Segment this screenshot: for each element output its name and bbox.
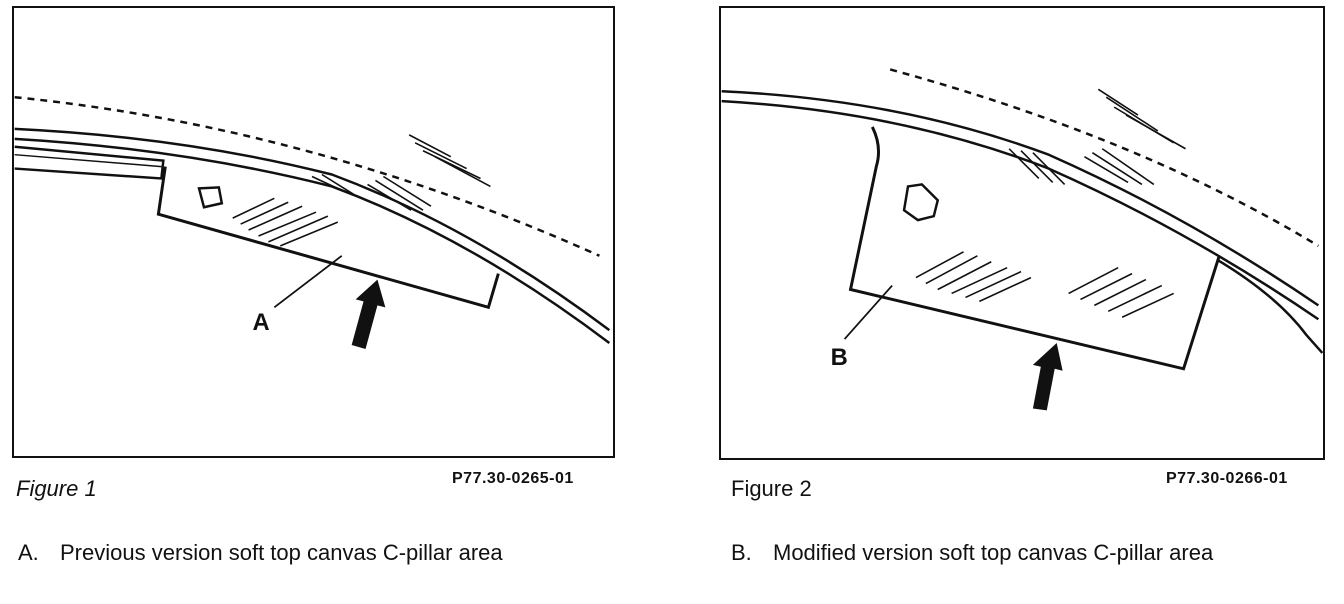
figure-2-drawing: B — [721, 68, 1323, 411]
rail-hatch-1 — [311, 173, 432, 211]
legend-item-b: B. Modified version soft top canvas C-pi… — [731, 534, 1331, 604]
arrow-pointer-b — [1032, 343, 1063, 411]
legend-letter-b: B. — [731, 540, 752, 565]
roof-dashed-line-2 — [889, 68, 1320, 247]
figure-2-caption: Figure 2 — [731, 476, 812, 501]
lower-rail-end — [1216, 258, 1323, 354]
legend-letter-a: A. — [18, 540, 39, 565]
roof-hatch-1 — [408, 134, 491, 188]
figure-2-code: P77.30-0266-01 — [1166, 470, 1288, 487]
canvas-hatch-2b — [1068, 266, 1174, 318]
canvas-patch-outline — [156, 166, 500, 310]
body-rail-upper — [14, 127, 611, 332]
callout-letter-a: A — [253, 309, 270, 336]
figure-2-diagram: B — [719, 6, 1325, 460]
canvas-hatch-2a — [915, 251, 1032, 303]
legend-text-b: Modified version soft top canvas C-pilla… — [773, 540, 1214, 565]
callout-leader-a — [273, 255, 343, 309]
roof-dashed-line — [14, 95, 600, 257]
callout-leader-b — [843, 284, 893, 340]
figure-1-caption: Figure 1 — [16, 476, 97, 501]
arrow-pointer-a — [351, 279, 386, 349]
canvas-patch-outline-2 — [848, 126, 1221, 371]
legend-text-a: Previous version soft top canvas C-pilla… — [60, 540, 503, 565]
callout-letter-b: B — [831, 344, 848, 371]
rail-hatch-2 — [1008, 148, 1066, 185]
figure-1-code: P77.30-0265-01 — [452, 470, 574, 487]
figure-1-drawing: A — [14, 95, 611, 349]
canvas-window-2 — [902, 183, 940, 222]
body-rail-lower-2 — [721, 99, 1320, 321]
roof-hatch-2 — [1084, 88, 1186, 186]
trim-strip — [14, 145, 165, 180]
figure-1-diagram: A — [12, 6, 615, 458]
canvas-window — [197, 186, 224, 209]
canvas-hatch-1 — [232, 197, 339, 247]
legend-item-a: A. Previous version soft top canvas C-pi… — [18, 534, 618, 604]
trim-strip-inner — [14, 153, 162, 168]
body-rail-upper-2 — [721, 90, 1320, 307]
